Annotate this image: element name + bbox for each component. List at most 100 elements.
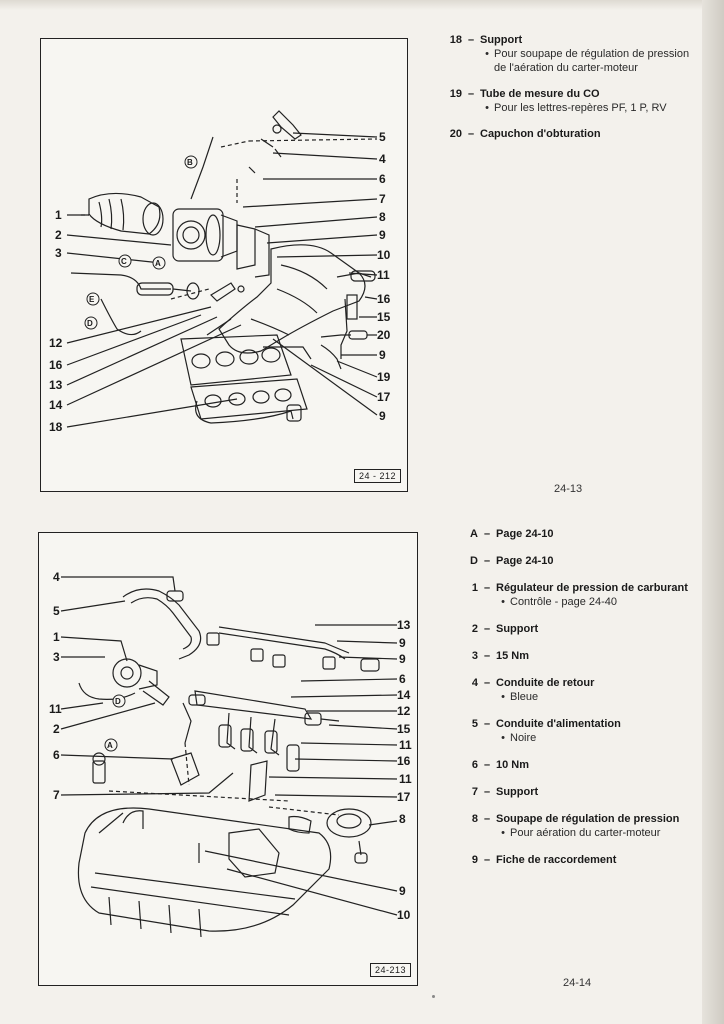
legend-title: Capuchon d'obturation (480, 128, 601, 140)
callout-number: 10 (377, 248, 391, 262)
legend-entry: 3 – 15 Nm (462, 649, 702, 663)
legend-entry: 7 – Support (462, 785, 702, 799)
callout-number: 17 (397, 790, 411, 804)
callout-number: 4 (379, 152, 386, 166)
callout-number: 8 (399, 812, 406, 826)
legend-dash: – (483, 528, 491, 540)
exploded-diagram-throttle-body: B A C E D 1 2 3 12 16 13 14 18 5 4 6 7 8… (40, 38, 408, 492)
legend-detail: Noire (510, 732, 537, 744)
callout-number: 15 (397, 722, 411, 736)
page-number: 24-14 (563, 977, 592, 989)
legend-title: Conduite d'alimentation (496, 718, 621, 730)
callout-number: 16 (377, 292, 391, 306)
legend-detail: Contrôle - page 24-40 (510, 596, 618, 608)
legend-entry: A – Page 24-10 (462, 527, 702, 541)
legend-dash: – (483, 555, 491, 567)
callout-number: 11 (377, 268, 390, 282)
legend-number: 20 (449, 128, 462, 140)
legend-dash: – (467, 128, 475, 140)
figure-reference-tag: 24-213 (369, 963, 411, 977)
legend-dash: – (483, 650, 491, 662)
legend-entry: 4 – Conduite de retour •Bleue (462, 676, 702, 704)
callout-number: 3 (55, 246, 62, 260)
legend-title: Page 24-10 (496, 555, 554, 567)
callout-number: 17 (377, 390, 391, 404)
callout-number: 9 (379, 348, 386, 362)
legend-entry: 1 – Régulateur de pression de carburant … (462, 581, 702, 609)
legend-dash: – (467, 34, 475, 46)
callout-number: 4 (53, 570, 60, 584)
legend-title: Régulateur de pression de carburant (496, 582, 688, 594)
callout-number: 14 (49, 398, 63, 412)
legend-title: Soupape de régulation de pression (496, 813, 680, 825)
legend-number: 5 (471, 718, 478, 730)
callout-number: 2 (53, 722, 60, 736)
legend-entry: D – Page 24-10 (462, 554, 702, 568)
legend-number: A (470, 528, 478, 540)
callout-number: 6 (399, 672, 406, 686)
legend-dash: – (483, 854, 491, 866)
bullet-icon: • (485, 102, 489, 114)
legend-title: Tube de mesure du CO (480, 88, 600, 100)
legend-number: 9 (471, 854, 478, 866)
legend-number: 8 (471, 813, 478, 825)
callout-number: 9 (379, 228, 386, 242)
legend-title: Fiche de raccordement (496, 854, 617, 866)
legend-title: Support (496, 786, 539, 798)
callout-number: 13 (397, 618, 411, 632)
callout-number: 16 (49, 358, 63, 372)
legend-dash: – (483, 718, 491, 730)
legend-title: Conduite de retour (496, 677, 595, 689)
bullet-icon: • (501, 732, 505, 744)
legend-dash: – (483, 582, 491, 594)
legend-number: 3 (471, 650, 478, 662)
legend-number: 6 (471, 759, 478, 771)
callout-number: 9 (399, 636, 406, 650)
callout-number: 19 (377, 370, 391, 384)
inner-letter: D (87, 319, 93, 328)
legend-number: 4 (471, 677, 478, 689)
legend-title: Page 24-10 (496, 528, 554, 540)
legend-title: Support (496, 623, 539, 635)
legend-entry: 20 – Capuchon d'obturation (446, 127, 696, 141)
callout-number: 8 (379, 210, 386, 224)
exploded-diagram-fuel-rail: D A 4 5 1 3 11 2 6 7 13 9 9 6 14 12 15 1… (38, 532, 418, 986)
callout-number: 1 (53, 630, 60, 644)
legend-title: Support (480, 34, 523, 46)
callout-number: 9 (399, 884, 406, 898)
callout-number: 1 (55, 208, 62, 222)
legend-dash: – (467, 88, 475, 100)
page-top-shadow (0, 0, 724, 10)
callout-number: 12 (49, 336, 63, 350)
inner-letter: B (187, 158, 193, 167)
page-binding-shadow (702, 0, 724, 1024)
inner-letter: E (89, 295, 95, 304)
parts-legend-lower: A – Page 24-10 D – Page 24-10 1 – Régula… (462, 527, 702, 880)
legend-dash: – (483, 813, 491, 825)
inner-letter: A (107, 741, 113, 750)
diagram-drawing-2 (60, 576, 398, 938)
figure-reference-tag: 24 - 212 (353, 469, 401, 483)
legend-detail: Pour aération du carter-moteur (510, 827, 661, 839)
legend-entry: 19 – Tube de mesure du CO •Pour les lett… (446, 87, 696, 115)
page-number: 24-13 (554, 483, 583, 495)
legend-entry: 6 – 10 Nm (462, 758, 702, 772)
legend-dash: – (483, 759, 491, 771)
legend-entry: 8 – Soupape de régulation de pression •P… (462, 812, 702, 840)
callout-number: 7 (53, 788, 60, 802)
legend-number: 2 (471, 623, 478, 635)
inner-letter: A (155, 259, 161, 268)
legend-dash: – (483, 786, 491, 798)
legend-detail: Pour soupape de régulation de pression d… (494, 48, 690, 74)
callout-number: 10 (397, 908, 411, 922)
legend-entry: 5 – Conduite d'alimentation • Noire (462, 717, 702, 745)
inner-letter: D (115, 697, 121, 706)
callout-number: 5 (379, 130, 386, 144)
callout-number: 13 (49, 378, 63, 392)
callout-number: 5 (53, 604, 60, 618)
legend-number: D (470, 555, 478, 567)
callout-number: 12 (397, 704, 411, 718)
callout-number: 6 (53, 748, 60, 762)
callout-number: 20 (377, 328, 391, 342)
bullet-icon: • (501, 691, 505, 703)
